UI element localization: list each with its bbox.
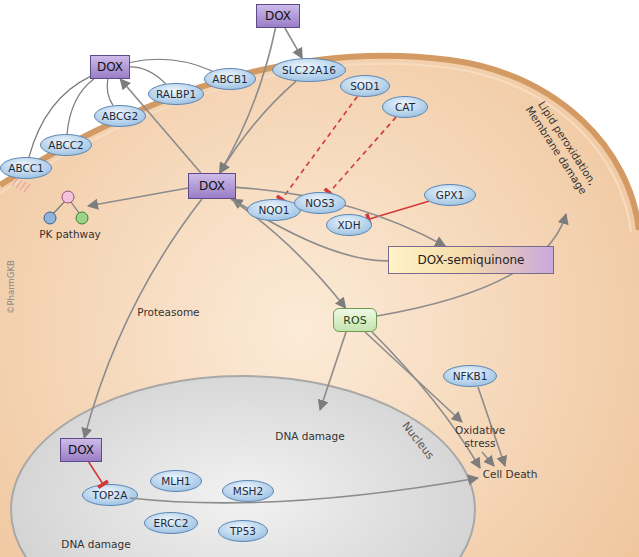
oval-fill — [383, 97, 428, 118]
node-label: CAT — [395, 102, 415, 113]
drug-box: DOX — [188, 173, 236, 199]
gene-oval: NFKB1 — [443, 365, 497, 387]
gene-oval: TP53 — [218, 520, 268, 542]
oval-fill — [205, 69, 256, 90]
transporter-link — [130, 67, 166, 84]
node-label: ROS — [343, 315, 366, 326]
transporter-link — [67, 79, 94, 134]
transporter-link — [29, 77, 90, 158]
cell-membrane-inner — [0, 64, 631, 232]
oval-fill — [151, 471, 202, 492]
transporter-oval: SLC22A16 — [272, 58, 346, 82]
node-label: MLH1 — [161, 476, 191, 487]
gene-oval: MSH2 — [222, 480, 274, 502]
node-label: RALBP1 — [156, 89, 196, 100]
node-label: DOX-semiquinone — [417, 254, 524, 266]
edge-label: Proteasome — [137, 306, 199, 318]
pk-network-icon — [44, 191, 88, 224]
node-label: ABCG2 — [102, 111, 138, 122]
node-label: MSH2 — [233, 486, 263, 497]
gene-oval: TOP2A — [82, 484, 138, 506]
node-label: DOX — [199, 180, 225, 192]
nucleus-ellipse: NucleusDOXTOP2AMLH1MSH2ERCC2TP53 — [8, 372, 478, 557]
gene-oval: ERCC2 — [144, 512, 198, 534]
node-label: DOX — [68, 444, 94, 456]
oval-fill — [444, 366, 497, 387]
flow-arrow — [220, 81, 296, 173]
inhibition-line — [282, 97, 358, 200]
transporter-oval: ABCB1 — [204, 68, 256, 90]
node-label: ABCC1 — [8, 163, 44, 174]
oval-fill — [95, 106, 146, 127]
transporter-link — [107, 79, 113, 105]
node-label: ABCC2 — [48, 140, 84, 151]
transporter-oval: ABCC1 — [0, 157, 52, 179]
drug-box: DOX — [90, 55, 130, 79]
enzyme-oval: SOD1 — [340, 75, 390, 97]
node-label: TP53 — [230, 526, 256, 537]
flow-arrow — [236, 187, 445, 246]
flow-arrow — [285, 28, 302, 58]
oval-fill — [1, 158, 52, 179]
node-label: NQO1 — [258, 205, 289, 216]
node-label: GPX1 — [436, 190, 464, 201]
inhibition-line — [369, 201, 429, 219]
oval-fill — [223, 481, 274, 502]
inhibition-line — [329, 117, 396, 193]
membrane-hatch — [12, 178, 30, 192]
text-label: PK pathway — [30, 228, 110, 241]
node-label: ABCB1 — [212, 74, 247, 85]
oval-fill — [295, 193, 346, 214]
text-label: DNA damage — [56, 538, 136, 551]
transporter-link — [130, 59, 212, 71]
enzyme-oval: NOS3 — [294, 192, 346, 214]
oval-fill — [425, 185, 476, 206]
ros-box: ROS — [333, 308, 377, 332]
text-label: Cell Death — [470, 468, 550, 481]
text-label: Oxidative stress — [448, 424, 512, 449]
flow-arrow — [482, 452, 494, 466]
oval-fill — [83, 485, 138, 506]
text-label: DNA damage — [270, 430, 350, 443]
oval-fill — [327, 215, 372, 236]
oval-fill — [341, 76, 390, 97]
flow-arrow — [231, 199, 346, 308]
gene-oval: MLH1 — [150, 470, 202, 492]
flow-arrow — [377, 214, 566, 316]
drug-box: DOX — [256, 4, 300, 28]
oval-fill — [219, 521, 268, 542]
node-label: XDH — [337, 220, 360, 231]
node-label: DOX — [97, 61, 123, 73]
flow-arrow — [88, 188, 188, 206]
enzyme-oval: XDH — [326, 214, 372, 236]
enzyme-oval: GPX1 — [424, 184, 476, 206]
oval-fill — [41, 135, 92, 156]
node-label: SOD1 — [350, 81, 380, 92]
oval-fill — [273, 59, 346, 82]
flow-arrow — [120, 79, 201, 173]
node-label: NOS3 — [305, 198, 334, 209]
transporter-oval: ABCC2 — [40, 134, 92, 156]
oval-fill — [248, 200, 301, 221]
node-label: ERCC2 — [154, 518, 189, 529]
oval-fill — [145, 513, 198, 534]
metabolite-box: DOX-semiquinone — [388, 246, 554, 274]
drug-box: DOX — [60, 438, 102, 462]
enzyme-oval: NQO1 — [247, 199, 301, 221]
node-label: SLC22A16 — [282, 65, 336, 76]
node-label: NFKB1 — [453, 371, 488, 382]
flow-arrow — [220, 28, 276, 173]
cell-membrane — [0, 56, 639, 230]
node-label: TOP2A — [93, 490, 128, 501]
nucleus-fill — [11, 376, 475, 557]
transporter-oval: RALBP1 — [148, 83, 204, 105]
text-label: ©PharmGKB — [6, 252, 16, 322]
oval-fill — [149, 84, 204, 105]
enzyme-oval: CAT — [382, 96, 428, 118]
transporter-oval: ABCG2 — [94, 105, 146, 127]
node-label: DOX — [265, 10, 291, 22]
